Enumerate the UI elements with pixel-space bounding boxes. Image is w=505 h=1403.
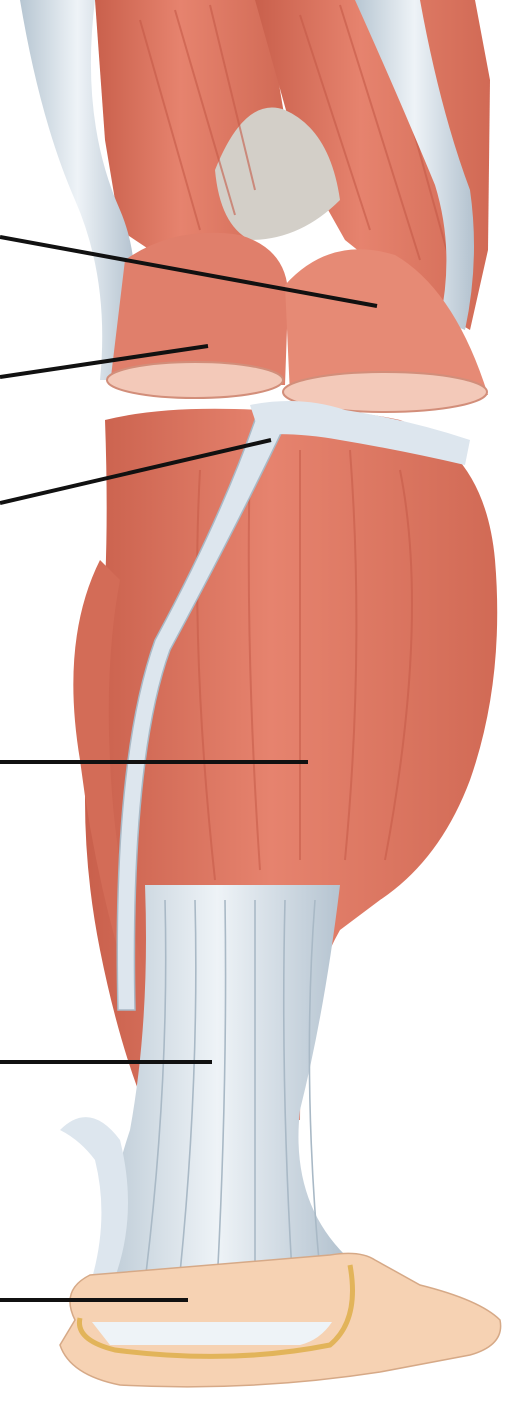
tendon-insertion (92, 1322, 332, 1345)
heel (60, 1253, 501, 1386)
peroneal-tendons (60, 1117, 128, 1290)
heel-skin (60, 1253, 501, 1386)
medial-head-cut (107, 362, 283, 398)
